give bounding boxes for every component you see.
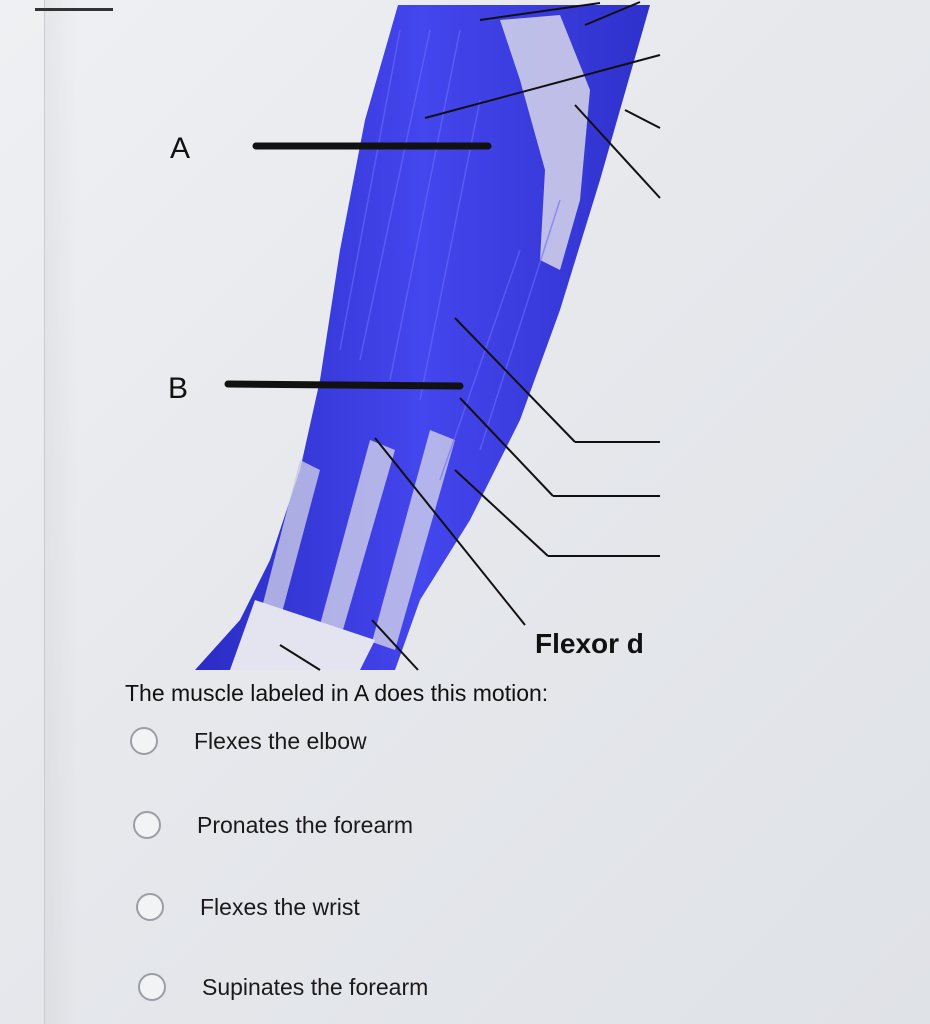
option-label: Flexes the elbow	[194, 727, 367, 754]
lower-tendon-1	[260, 460, 320, 620]
page-edge	[44, 0, 79, 1024]
option-label: Flexes the wrist	[200, 893, 360, 920]
lower-tendon-3	[372, 430, 455, 650]
radio-button[interactable]	[133, 811, 161, 839]
tendon-band	[500, 15, 590, 270]
option-flexes-elbow[interactable]: Flexes the elbow	[130, 727, 367, 755]
lower-tendon-2	[318, 440, 395, 640]
top-rule	[35, 8, 113, 11]
label-a: A	[170, 132, 191, 165]
radio-button[interactable]	[138, 973, 166, 1001]
radio-button[interactable]	[136, 893, 164, 921]
option-supinates-forearm[interactable]: Supinates the forearm	[138, 973, 428, 1001]
radio-button[interactable]	[130, 727, 158, 755]
option-label: Pronates the forearm	[197, 811, 414, 838]
pointer-b	[224, 380, 464, 390]
flexor-label: Flexor d	[535, 628, 644, 659]
question-text: The muscle labeled in A does this motion…	[125, 680, 549, 706]
wrist-band	[230, 600, 375, 670]
option-pronates-forearm[interactable]: Pronates the forearm	[133, 811, 413, 839]
forearm-muscle-diagram	[195, 1, 661, 671]
option-label: Supinates the forearm	[202, 973, 429, 1000]
option-flexes-wrist[interactable]: Flexes the wrist	[136, 893, 360, 921]
label-b: B	[168, 372, 189, 405]
